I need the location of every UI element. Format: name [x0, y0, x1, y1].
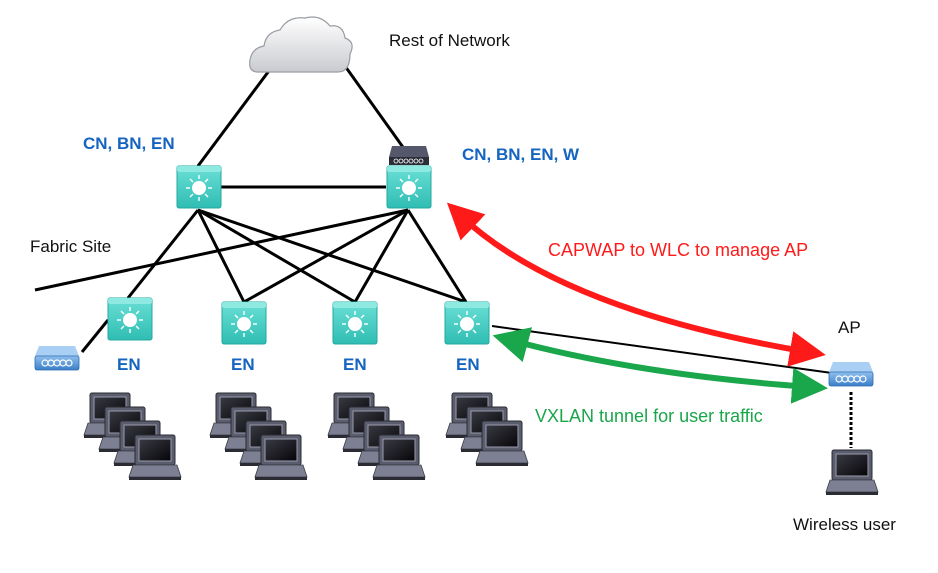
core-left-role-label: CN, BN, EN	[83, 134, 175, 153]
fabric-links	[34, 51, 468, 353]
access-point-icon	[828, 361, 874, 387]
laptop-icon	[254, 434, 308, 481]
wireless-controller-icon	[389, 146, 429, 165]
wireless-user-laptop-icon	[825, 449, 879, 496]
edge-label-2: EN	[231, 355, 255, 374]
core-switch-left-icon	[176, 165, 222, 209]
vxlan-label: VXLAN tunnel for user traffic	[535, 406, 763, 426]
core-switch-right-icon	[386, 165, 432, 209]
edge-switch-1-icon	[107, 297, 153, 341]
laptop-icon	[372, 434, 426, 481]
edge-switch-2-icon	[221, 301, 267, 345]
capwap-label: CAPWAP to WLC to manage AP	[548, 240, 809, 260]
laptop-icon	[128, 434, 182, 481]
edge-switch-4-icon	[444, 301, 490, 345]
laptop-icon	[475, 420, 529, 467]
vxlan-arrow	[492, 327, 828, 404]
laptop-groups	[83, 392, 529, 481]
capwap-arrow	[446, 202, 826, 367]
cloud-icon	[249, 16, 353, 73]
access-point-wired-icon	[34, 345, 80, 371]
rest-of-network-label: Rest of Network	[389, 31, 510, 50]
wireless-user-label: Wireless user	[793, 515, 896, 534]
edge-label-3: EN	[343, 355, 367, 374]
fabric-site-label: Fabric Site	[30, 237, 112, 256]
edge-label-4: EN	[456, 355, 480, 374]
core-right-role-label: CN, BN, EN, W	[462, 145, 580, 164]
edge-switch-3-icon	[332, 301, 378, 345]
edge-label-1: EN	[117, 355, 141, 374]
ap-label: AP	[838, 318, 861, 337]
